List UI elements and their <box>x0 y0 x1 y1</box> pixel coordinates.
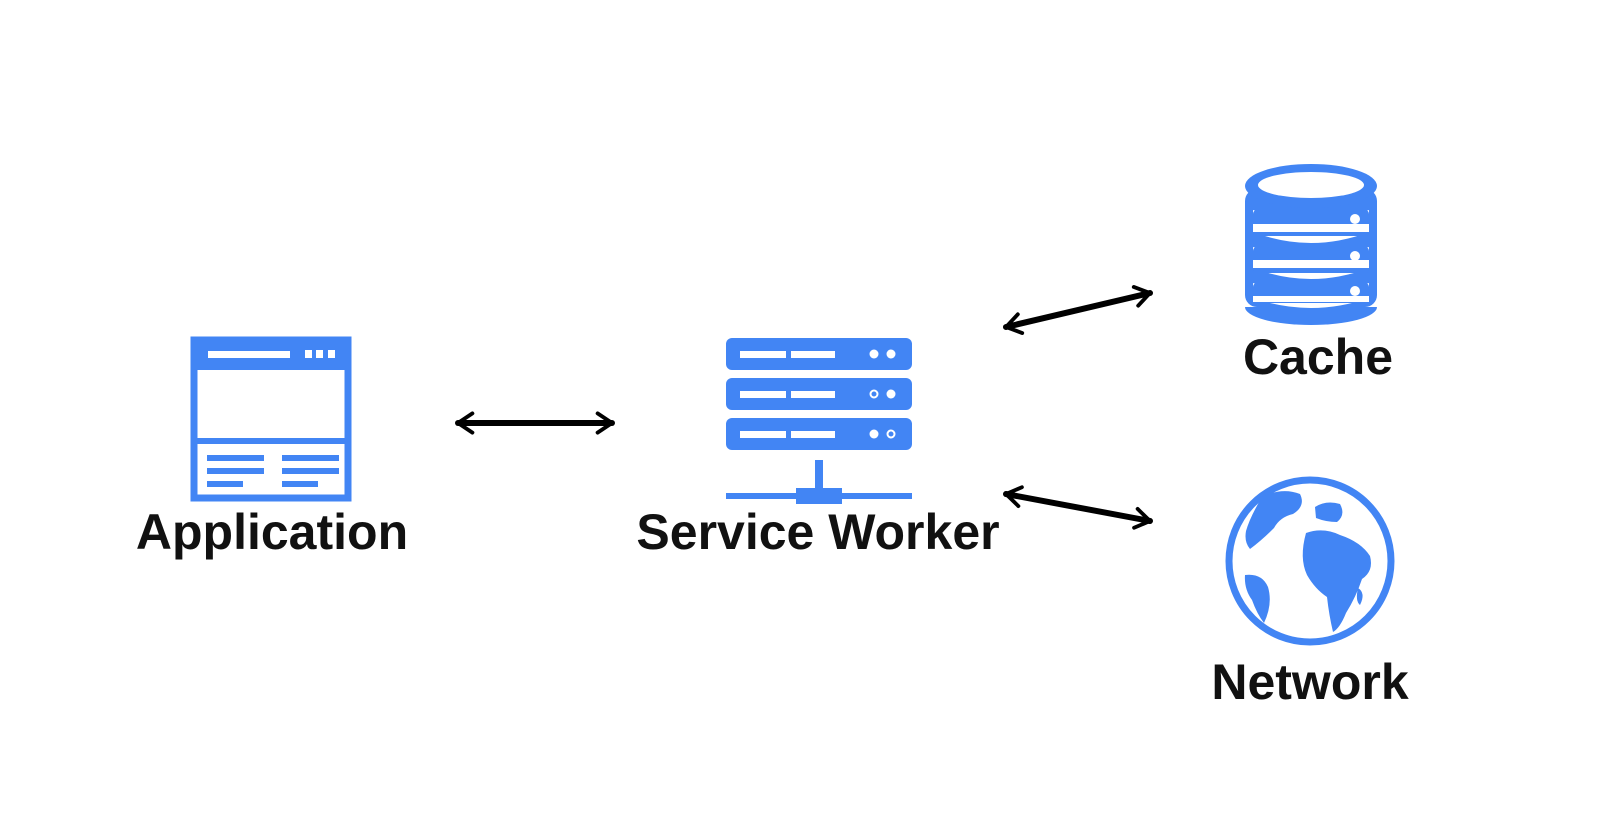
globe-icon <box>1225 476 1395 646</box>
cache-label: Cache <box>1243 329 1393 385</box>
server-rack-icon <box>726 338 912 504</box>
browser-window-icon <box>190 336 352 502</box>
database-icon <box>1245 164 1377 325</box>
application-label: Application <box>136 504 408 560</box>
service-worker-label: Service Worker <box>636 504 999 560</box>
arrow-service-worker-network <box>1003 485 1153 530</box>
arrow-service-worker-cache <box>1003 285 1153 335</box>
network-label: Network <box>1211 654 1408 710</box>
